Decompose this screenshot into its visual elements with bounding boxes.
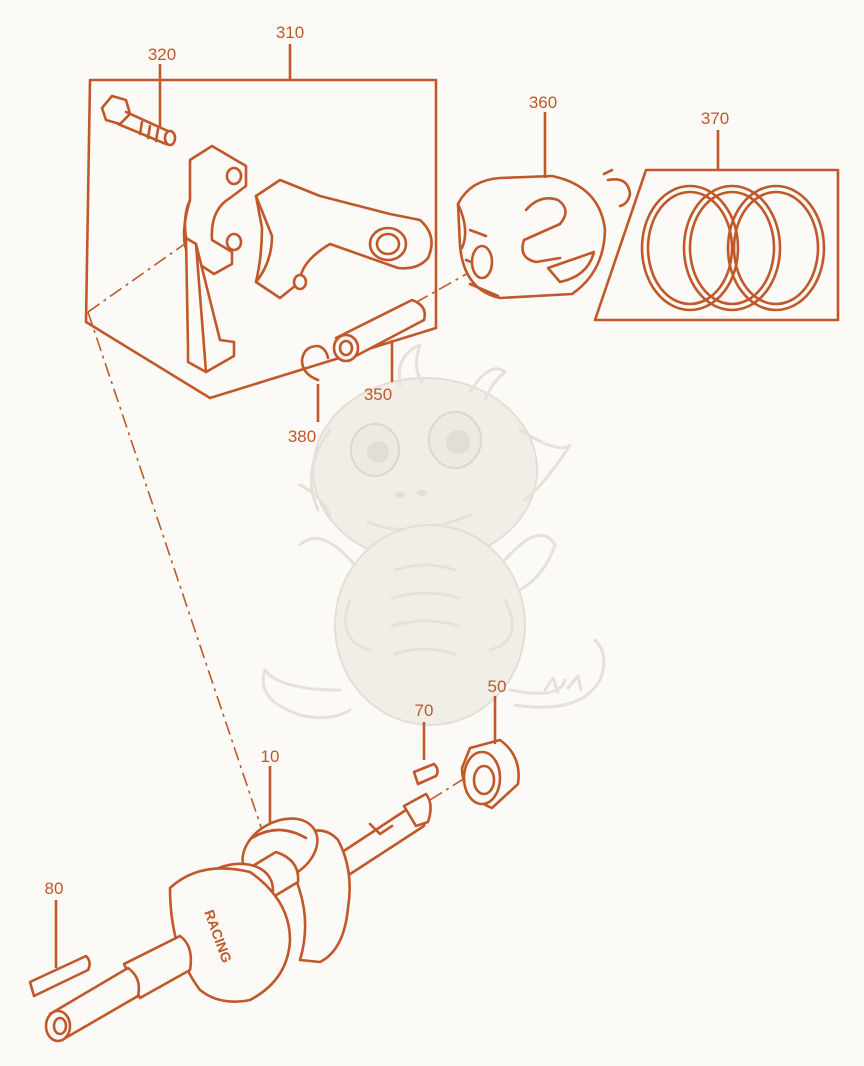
piston-pin: [332, 298, 427, 382]
piston: [456, 112, 632, 300]
label-350: 350: [364, 385, 392, 404]
baby-dragon-watermark: [261, 343, 606, 726]
shaft-key: [28, 900, 91, 998]
rod-cap: [182, 144, 248, 374]
connecting-rod-group-box: [84, 44, 438, 400]
connecting-rod: [254, 178, 433, 300]
label-310: 310: [276, 23, 304, 42]
label-70: 70: [415, 701, 434, 720]
label-50: 50: [488, 677, 507, 696]
crankshaft: RACING: [44, 766, 432, 1043]
crankshaft-bushing: [460, 696, 520, 810]
label-10: 10: [261, 747, 280, 766]
piston-rings: [593, 130, 840, 322]
label-380: 380: [288, 427, 316, 446]
label-360: 360: [529, 93, 557, 112]
label-320: 320: [148, 45, 176, 64]
alignment-line-pin-piston: [391, 271, 471, 317]
pin-clip: [300, 344, 330, 422]
rod-bolt: [100, 64, 177, 147]
alignment-line-rod-cap: [87, 235, 197, 313]
alignment-line-crank: [87, 311, 263, 831]
label-80: 80: [45, 879, 64, 898]
label-370: 370: [701, 109, 729, 128]
alignment-line-bushing: [429, 777, 466, 801]
woodruff-key: [412, 722, 439, 786]
